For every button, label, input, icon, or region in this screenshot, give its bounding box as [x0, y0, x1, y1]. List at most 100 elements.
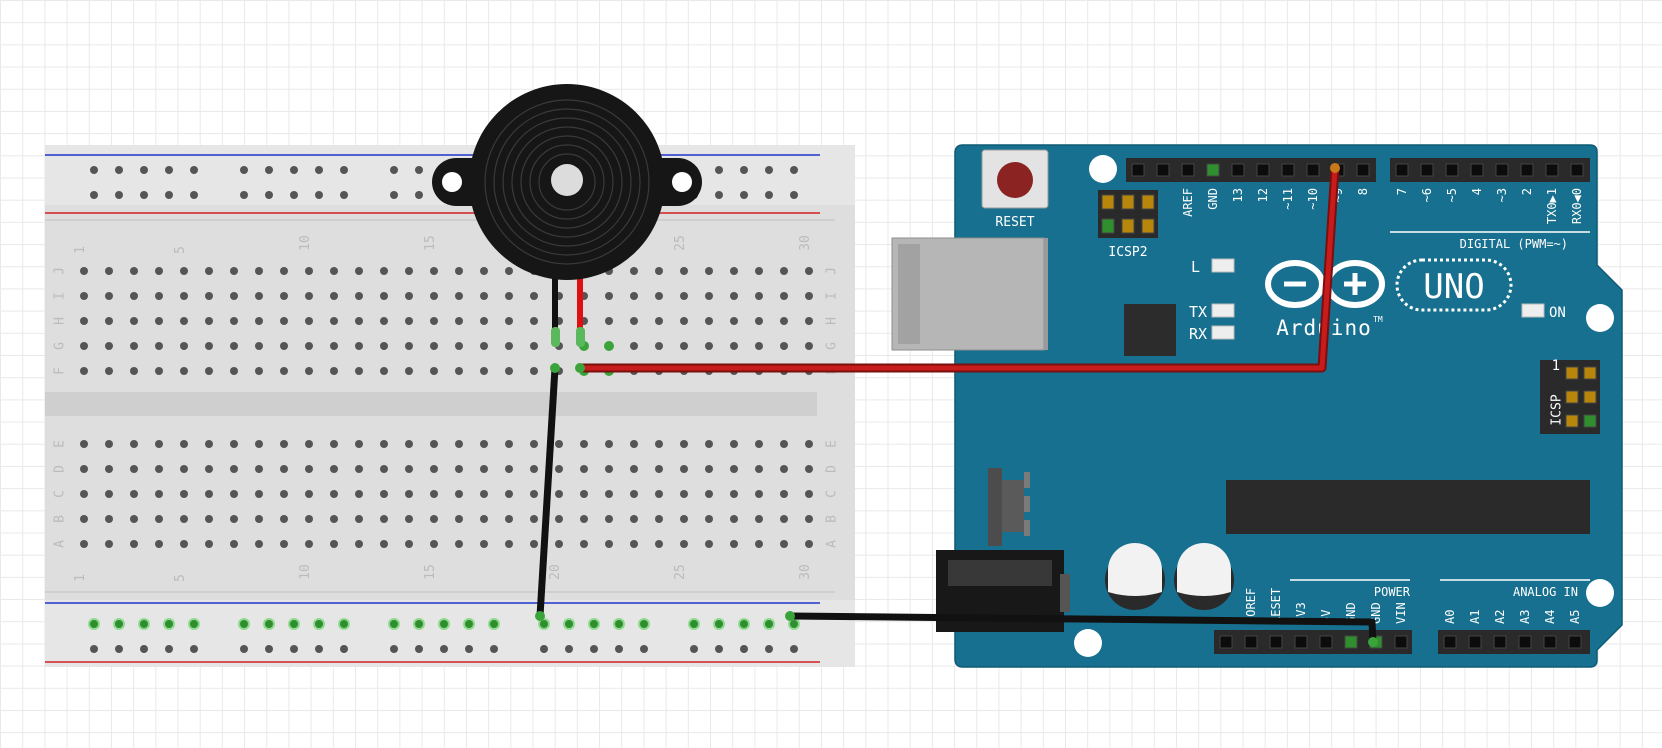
breadboard-hole[interactable]	[430, 490, 438, 498]
rail-hole[interactable]	[565, 645, 573, 653]
breadboard-hole[interactable]	[255, 267, 263, 275]
breadboard-hole[interactable]	[255, 515, 263, 523]
breadboard-hole[interactable]	[80, 292, 88, 300]
breadboard-hole[interactable]	[130, 515, 138, 523]
breadboard-hole[interactable]	[355, 440, 363, 448]
breadboard-hole[interactable]	[330, 440, 338, 448]
breadboard-hole[interactable]	[105, 267, 113, 275]
header-pin[interactable]	[1121, 218, 1135, 234]
breadboard-hole[interactable]	[805, 465, 813, 473]
breadboard-hole[interactable]	[705, 342, 713, 350]
breadboard-hole[interactable]	[630, 440, 638, 448]
breadboard-hole[interactable]	[805, 342, 813, 350]
rail-hole[interactable]	[90, 166, 98, 174]
breadboard-hole[interactable]	[505, 465, 513, 473]
breadboard-hole[interactable]	[505, 342, 513, 350]
breadboard-hole[interactable]	[630, 292, 638, 300]
breadboard-hole[interactable]	[205, 440, 213, 448]
breadboard-hole[interactable]	[155, 540, 163, 548]
breadboard-hole[interactable]	[355, 317, 363, 325]
breadboard-hole[interactable]	[305, 440, 313, 448]
breadboard-hole[interactable]	[755, 317, 763, 325]
breadboard-hole[interactable]	[380, 342, 388, 350]
rail-hole[interactable]	[265, 166, 273, 174]
rail-hole[interactable]	[115, 620, 123, 628]
rail-hole[interactable]	[115, 191, 123, 199]
breadboard-hole[interactable]	[655, 440, 663, 448]
breadboard-hole[interactable]	[680, 515, 688, 523]
black-wire-ground-rail[interactable]	[536, 364, 559, 620]
breadboard-hole[interactable]	[605, 440, 613, 448]
breadboard-hole[interactable]	[230, 367, 238, 375]
header-pin[interactable]	[1583, 366, 1597, 380]
piezo-buzzer[interactable]	[432, 84, 702, 347]
breadboard-hole[interactable]	[355, 267, 363, 275]
rail-hole[interactable]	[390, 166, 398, 174]
breadboard-hole[interactable]	[305, 342, 313, 350]
breadboard-hole[interactable]	[305, 267, 313, 275]
breadboard-hole[interactable]	[630, 490, 638, 498]
breadboard-hole[interactable]	[405, 342, 413, 350]
wires[interactable]	[535, 163, 1378, 647]
breadboard-hole[interactable]	[630, 465, 638, 473]
breadboard-hole[interactable]	[530, 440, 538, 448]
rail-hole[interactable]	[715, 645, 723, 653]
breadboard-hole[interactable]	[505, 540, 513, 548]
rail-hole[interactable]	[90, 191, 98, 199]
breadboard-hole[interactable]	[155, 342, 163, 350]
rail-hole[interactable]	[290, 645, 298, 653]
breadboard-hole[interactable]	[705, 465, 713, 473]
breadboard-hole[interactable]	[405, 367, 413, 375]
breadboard-hole[interactable]	[480, 317, 488, 325]
breadboard-hole[interactable]	[805, 540, 813, 548]
header-pin[interactable]	[1141, 194, 1155, 210]
breadboard-hole[interactable]	[580, 490, 588, 498]
breadboard-hole[interactable]	[155, 515, 163, 523]
breadboard-hole[interactable]	[580, 515, 588, 523]
breadboard-hole[interactable]	[605, 540, 613, 548]
rail-hole[interactable]	[240, 620, 248, 628]
header-pin[interactable]	[1156, 163, 1170, 177]
breadboard-hole[interactable]	[80, 317, 88, 325]
rail-hole[interactable]	[390, 191, 398, 199]
header-pin[interactable]	[1420, 163, 1434, 177]
rail-hole[interactable]	[190, 166, 198, 174]
breadboard-holes[interactable]	[80, 166, 813, 653]
breadboard-hole[interactable]	[505, 367, 513, 375]
header-pin[interactable]	[1470, 163, 1484, 177]
breadboard-hole[interactable]	[305, 465, 313, 473]
breadboard-hole[interactable]	[155, 267, 163, 275]
breadboard-hole[interactable]	[805, 440, 813, 448]
breadboard-hole[interactable]	[555, 465, 563, 473]
breadboard-hole[interactable]	[305, 490, 313, 498]
breadboard-hole[interactable]	[655, 292, 663, 300]
rail-hole[interactable]	[415, 620, 423, 628]
breadboard-hole[interactable]	[805, 292, 813, 300]
breadboard-hole[interactable]	[80, 342, 88, 350]
breadboard-hole[interactable]	[755, 292, 763, 300]
breadboard-hole[interactable]	[230, 292, 238, 300]
rail-hole[interactable]	[440, 645, 448, 653]
rail-hole[interactable]	[265, 645, 273, 653]
breadboard-hole[interactable]	[280, 515, 288, 523]
breadboard-hole[interactable]	[730, 317, 738, 325]
breadboard-hole[interactable]	[330, 292, 338, 300]
breadboard-hole[interactable]	[805, 515, 813, 523]
rail-hole[interactable]	[415, 166, 423, 174]
breadboard-hole[interactable]	[405, 440, 413, 448]
header-pin[interactable]	[1583, 414, 1597, 428]
rail-hole[interactable]	[765, 191, 773, 199]
rail-hole[interactable]	[415, 191, 423, 199]
header-pin[interactable]	[1256, 163, 1270, 177]
breadboard-hole[interactable]	[105, 515, 113, 523]
breadboard-hole[interactable]	[305, 540, 313, 548]
breadboard-hole[interactable]	[630, 317, 638, 325]
header-pin[interactable]	[1101, 218, 1115, 234]
breadboard-hole[interactable]	[555, 440, 563, 448]
breadboard-hole[interactable]	[280, 540, 288, 548]
breadboard-hole[interactable]	[405, 540, 413, 548]
breadboard-hole[interactable]	[505, 317, 513, 325]
rail-hole[interactable]	[340, 191, 348, 199]
breadboard-hole[interactable]	[280, 317, 288, 325]
